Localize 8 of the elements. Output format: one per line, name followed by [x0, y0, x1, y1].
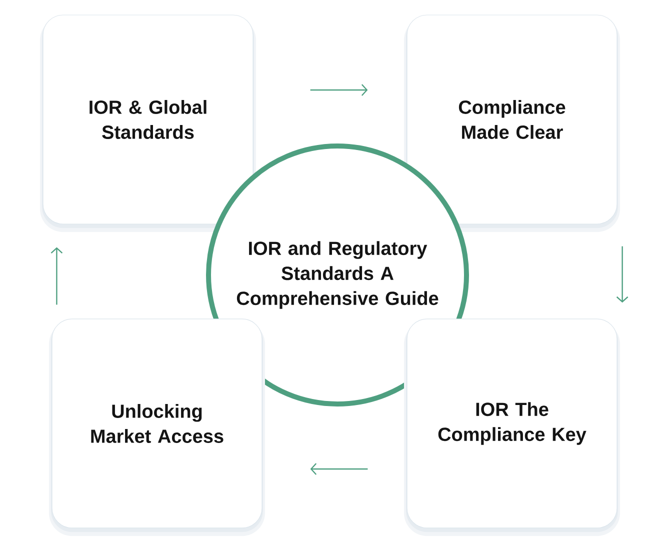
- topic-box: IOR The Compliance Key: [404, 318, 620, 536]
- topic-box: IOR & Global Standards: [40, 14, 256, 232]
- arrow: [616, 246, 628, 303]
- arrow: [310, 463, 368, 475]
- arrow: [50, 247, 63, 305]
- topic-box: Unlocking Market Access: [49, 318, 265, 536]
- topic-box: Compliance Made Clear: [404, 14, 620, 232]
- arrow: [310, 84, 368, 96]
